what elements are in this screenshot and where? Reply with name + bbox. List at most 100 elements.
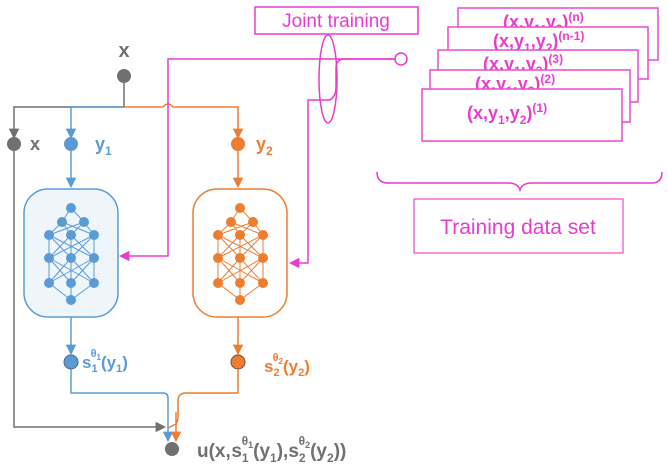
net1-node-9	[44, 278, 54, 288]
net2-node-10	[235, 278, 245, 288]
training-set-box	[413, 198, 624, 254]
s2-arg: (y	[283, 357, 299, 376]
joint-training-ellipse	[318, 34, 338, 124]
net2-graph	[213, 203, 268, 305]
s1-base: s	[82, 353, 91, 372]
training-card-frame	[421, 88, 623, 142]
net1-node-12	[66, 295, 76, 305]
net1-node-3	[44, 230, 54, 240]
net1-node-7	[66, 253, 76, 263]
final-s1-argsub: 1	[270, 451, 277, 465]
final-s2-base: s	[288, 441, 299, 462]
top-input-label: x	[118, 40, 129, 62]
net1-node-2	[79, 217, 89, 227]
branch-y2-node	[231, 137, 245, 151]
net2-node-4	[235, 230, 245, 240]
split-to-y2	[124, 103, 244, 140]
branch-y1-label: y1	[95, 134, 112, 158]
branch-y1-node	[64, 137, 78, 151]
s1-to-final-line	[70, 369, 174, 443]
s1-supsub: 1	[97, 353, 102, 362]
s2-close: )	[304, 357, 310, 376]
net1-edge-24	[70, 257, 95, 284]
s1-sup: θ	[91, 348, 97, 360]
s2-label: s2θ2(y2)	[264, 352, 310, 379]
s2-sub: 2	[273, 367, 279, 379]
final-s1-base: s	[231, 441, 242, 462]
net1-edge-20	[48, 257, 72, 284]
final-s1-sub: 1	[242, 451, 249, 465]
net2-node-7	[235, 253, 245, 263]
s2-node	[230, 354, 246, 370]
final-s2-argsub: 2	[327, 451, 334, 465]
net1-node-10	[66, 278, 76, 288]
final-s2-sup: θ	[299, 434, 306, 448]
final-node	[165, 442, 179, 456]
net2-node-9	[213, 278, 223, 288]
net1-node-5	[89, 230, 99, 240]
s2-base: s	[264, 357, 273, 376]
net2-node-3	[213, 230, 223, 240]
training-card-text: (x,y1,y2)(1)	[467, 101, 547, 127]
net1-node-4	[66, 230, 76, 240]
net1-edge-23	[48, 257, 95, 284]
s2-sup: θ	[273, 352, 279, 364]
branch-y1-base: y	[95, 134, 105, 154]
training-card-5: (x,y1,y2)(1)	[421, 88, 623, 142]
final-s2-arg: (y	[310, 441, 327, 462]
joint-training-label: Joint training	[282, 11, 390, 32]
branch-y2-base: y	[256, 134, 266, 154]
net1-node-0	[66, 203, 76, 213]
branch-y2-label: y2	[256, 134, 273, 158]
training-card-text: (x,y1,y2)(n-1)	[493, 29, 584, 55]
net1-edge-15	[70, 234, 95, 259]
joint-training-line-2	[288, 58, 399, 269]
final-s2-supsub: 2	[305, 440, 310, 450]
final-s1-arg: (y	[253, 441, 270, 462]
joint-training-box	[254, 6, 419, 35]
net1-edge-5	[48, 221, 85, 236]
s1-argsub: 1	[116, 363, 122, 375]
net2-node-5	[258, 230, 268, 240]
net2-edge-20	[217, 257, 241, 284]
top-input-node	[117, 69, 131, 83]
s1-node	[63, 354, 79, 370]
branch-y1-sub: 1	[105, 144, 112, 158]
final-s2-sub: 2	[299, 451, 306, 465]
branch-y2-sub: 2	[266, 144, 273, 158]
final-s1-sup: θ	[242, 434, 249, 448]
net2-edge-5	[217, 221, 254, 236]
x-bypass-line	[13, 151, 167, 433]
net2-node-11	[258, 278, 268, 288]
s1-sub: 1	[91, 363, 97, 375]
branch-x-label: x	[30, 134, 40, 154]
s2-supsub: 2	[279, 357, 284, 366]
branch-x-node	[7, 137, 21, 151]
net1-edge-14	[48, 234, 95, 259]
joint-training-port	[394, 52, 408, 66]
net2-node-8	[258, 253, 268, 263]
net2-node-6	[213, 253, 223, 263]
split-to-x	[8, 106, 124, 140]
training-set-label: Training data set	[440, 216, 596, 239]
final-s1-supsub: 1	[248, 440, 253, 450]
split-to-y1	[65, 106, 124, 140]
final-s1-close: ),	[277, 441, 289, 462]
s1-label: s1θ1(y1)	[82, 348, 128, 375]
s1-arg: (y	[101, 353, 117, 372]
joint-training-line-1	[118, 58, 399, 262]
net2-edge-24	[239, 257, 264, 284]
s2-to-final-line	[167, 369, 239, 429]
final-label: u(x,1s1θ1(y1),s2θ2(y2))	[197, 434, 346, 465]
net1-graph	[44, 203, 99, 305]
net1-node-8	[89, 253, 99, 263]
net2-node-0	[235, 203, 245, 213]
final-s2-close: ))	[334, 441, 347, 462]
final-prefix: u(x,	[197, 441, 231, 462]
net1-node-11	[89, 278, 99, 288]
s1-close: )	[122, 353, 128, 372]
net2-edge-15	[239, 234, 264, 259]
s2-argsub: 2	[298, 367, 304, 379]
net1-node-6	[44, 253, 54, 263]
